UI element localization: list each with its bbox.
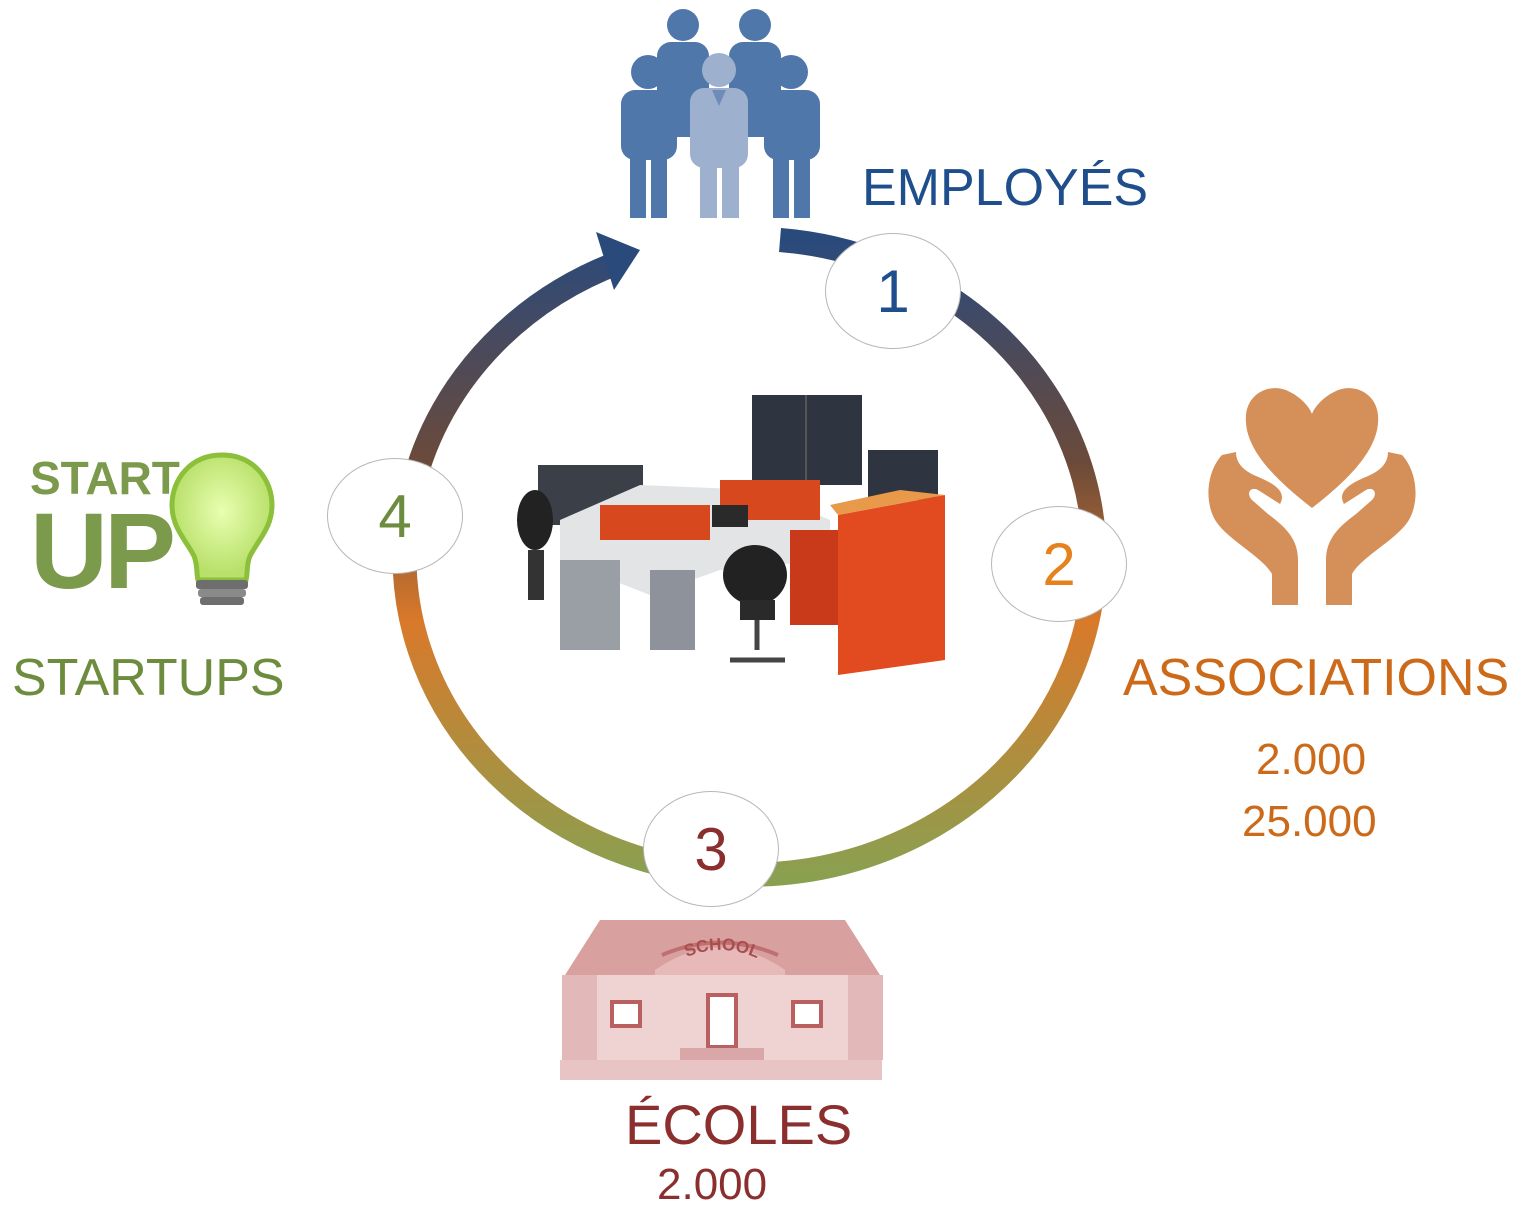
office-workstation-icon xyxy=(517,395,945,675)
startup-logo-line-1: START xyxy=(30,452,180,504)
associations-label: ASSOCIATIONS xyxy=(1123,649,1510,707)
heart-in-hands-icon xyxy=(1208,388,1416,605)
school-building-icon: SCHOOL xyxy=(560,920,883,1080)
associations-value-2: 25.000 xyxy=(1242,797,1377,846)
employes-label: EMPLOYÉS xyxy=(862,159,1149,217)
startups-label: STARTUPS xyxy=(12,649,285,707)
ecoles-value: 2.000 xyxy=(657,1160,768,1209)
arrow-head-icon xyxy=(596,232,640,290)
step-badge-3: 3 xyxy=(643,791,779,907)
startup-lightbulb-icon xyxy=(169,452,275,605)
ecoles-label: ÉCOLES xyxy=(625,1093,853,1156)
associations-value-1: 2.000 xyxy=(1256,735,1367,784)
step-badge-2: 2 xyxy=(991,506,1127,622)
step-badge-4: 4 xyxy=(327,458,463,574)
startup-logo-line-2: UP xyxy=(30,490,176,611)
step-badge-1: 1 xyxy=(825,233,961,349)
people-group-icon xyxy=(621,9,820,218)
startup-logo: START UP xyxy=(30,452,180,611)
